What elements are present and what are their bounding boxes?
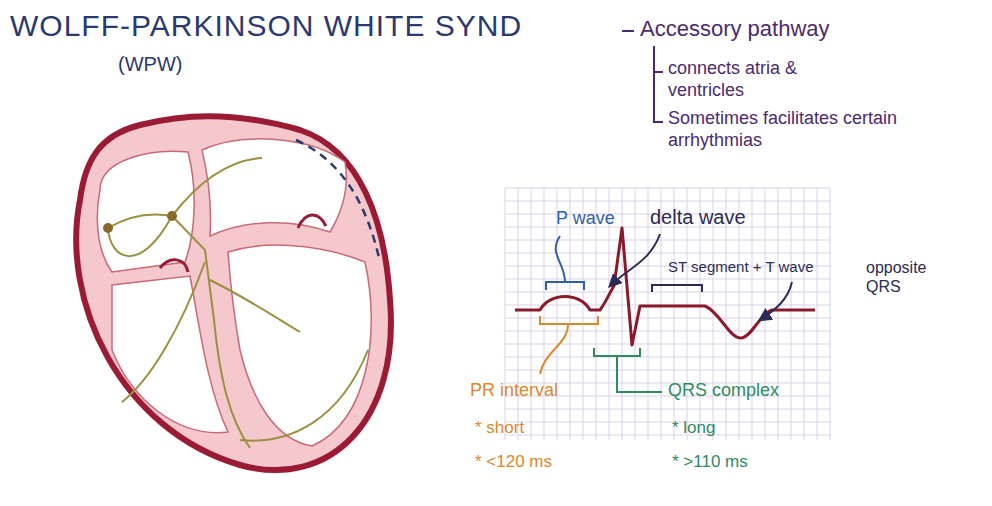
- title: WOLFF-PARKINSON WHITE SYND: [10, 8, 522, 44]
- qrs-bracket: [594, 348, 662, 392]
- st-bracket: [652, 285, 702, 292]
- label-wrap: PR interval: [470, 380, 558, 402]
- wave-label: delta wave: [650, 205, 746, 229]
- note-text: opposite QRS: [866, 258, 946, 296]
- heart-wall: [76, 116, 391, 470]
- bullet-note: * <120 ms: [475, 452, 552, 472]
- accessory-pathway: [296, 140, 380, 262]
- interval-label: PR interval: [470, 380, 558, 402]
- left-atrium: [202, 139, 346, 236]
- sa-node: [103, 223, 113, 233]
- pr-bracket: [540, 316, 598, 374]
- note-text: Sometimes facilitates certain arrhythmia…: [668, 108, 898, 151]
- label-wrap: (WPW): [118, 52, 182, 76]
- ecg-trace: [515, 228, 815, 345]
- av-node: [167, 211, 177, 221]
- segment-label: ST segment + T wave: [668, 258, 814, 276]
- label-wrap: Sometimes facilitates certain arrhythmia…: [668, 108, 898, 151]
- label-wrap: connects atria & ventricles: [668, 58, 843, 101]
- label-wrap: * short: [475, 418, 524, 438]
- label-wrap: ST segment + T wave: [668, 258, 814, 276]
- conduction-system: [108, 158, 368, 448]
- delta-arrow: [610, 234, 660, 286]
- note-heading: Accessory pathway: [640, 16, 830, 42]
- note-text: connects atria & ventricles: [668, 58, 843, 101]
- bullet-note: * long: [672, 418, 715, 438]
- title-wrap: WOLFF-PARKINSON WHITE SYND: [10, 8, 522, 44]
- label-wrap: * >110 ms: [672, 452, 748, 472]
- p-wave-bracket: [546, 236, 584, 290]
- t-wave-arrow: [760, 282, 792, 320]
- label-wrap: P wave: [556, 208, 615, 230]
- label-wrap: * <120 ms: [475, 452, 552, 472]
- label-wrap: QRS complex: [668, 380, 779, 402]
- wave-label: P wave: [556, 208, 615, 230]
- complex-label: QRS complex: [668, 380, 779, 402]
- label-wrap: delta wave: [650, 205, 746, 229]
- right-atrium: [97, 151, 194, 272]
- left-ventricle: [228, 245, 371, 446]
- label-wrap: opposite QRS: [866, 258, 946, 296]
- bullet-note: * >110 ms: [672, 452, 748, 472]
- valve: [298, 215, 326, 228]
- label-wrap: Accessory pathway: [640, 16, 830, 42]
- heart-illustration: [76, 116, 391, 470]
- ecg-grid: [505, 188, 830, 440]
- note-branches: [622, 31, 663, 122]
- abbreviation: (WPW): [118, 52, 182, 76]
- bullet-note: * short: [475, 418, 524, 438]
- valve: [160, 260, 188, 272]
- label-wrap: * long: [672, 418, 715, 438]
